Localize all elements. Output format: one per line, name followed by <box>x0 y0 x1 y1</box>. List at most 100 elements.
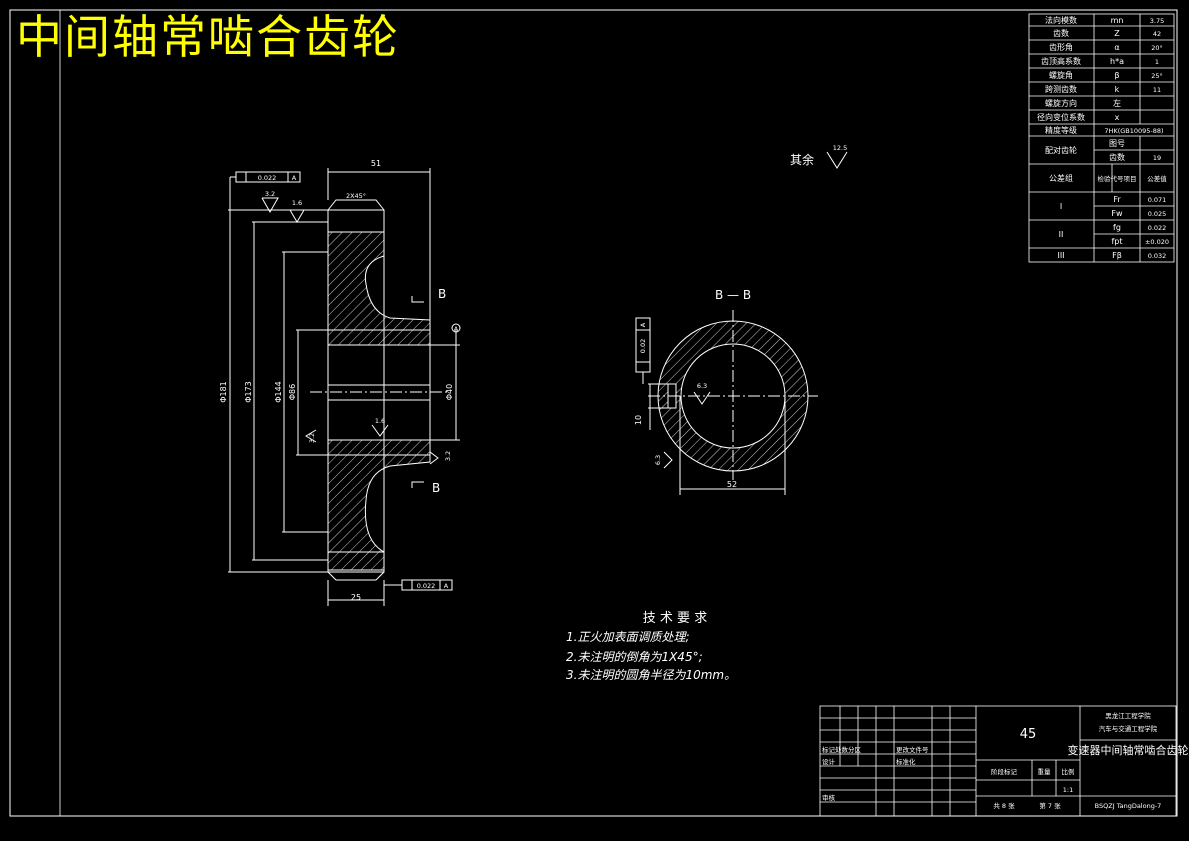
scale-value: 1:1 <box>1063 786 1073 794</box>
requirement-3: 3.未注明的圆角半径为10mm。 <box>566 668 736 682</box>
gear-lower-hatch <box>327 439 431 571</box>
sheet-number: 第 7 张 <box>1039 801 1061 810</box>
label-std: 标准化 <box>896 757 916 766</box>
dim-d173: Φ173 <box>244 381 253 403</box>
mate-drawing-no-label: 图号 <box>1109 139 1125 148</box>
title-block-text: 45 黑龙江工程学院 汽车与交通工程学院 变速器中间轴常啮合齿轮 标记处数分区 … <box>822 711 1189 810</box>
drawing-number: BSQZJ TangDalong-7 <box>1095 802 1162 810</box>
label-change: 更改文件号 <box>896 745 929 754</box>
label-weight: 重量 <box>1038 768 1052 776</box>
fc-bottom-value: 0.022 <box>417 582 436 590</box>
param-sym-5: k <box>1115 85 1120 94</box>
requirement-1: 1.正火加表面调质处理; <box>566 630 690 644</box>
rough-32-top: 3.2 <box>265 190 275 198</box>
mate-teeth-value: 19 <box>1153 154 1161 162</box>
param-label-6: 螺旋方向 <box>1045 98 1077 108</box>
tol-val-2: 0.022 <box>1148 224 1167 232</box>
gear-parameter-text: 法向模数 mn 3.75 齿数 Z 42 齿形角 α 20° 齿顶高系数 h*a… <box>1037 15 1169 260</box>
tol-group-1: I <box>1060 202 1062 211</box>
sheet-count: 共 8 张 <box>993 801 1015 810</box>
label-design: 设计 <box>822 757 836 766</box>
technical-requirements: 技 术 要 求 1.正火加表面调质处理; 2.未注明的倒角为1X45°; 3.未… <box>566 611 736 682</box>
rough-16-top: 1.6 <box>292 199 302 207</box>
dim-width-top: 51 <box>371 159 381 168</box>
tol-code-4: Fβ <box>1112 251 1122 260</box>
tol-group-2: II <box>1059 230 1064 239</box>
datum-a-marker: A <box>454 325 459 333</box>
section-rough-a: 6.3 <box>697 382 707 390</box>
param-sym-3: h*a <box>1110 57 1124 66</box>
section-bb-label: B — B <box>715 288 751 302</box>
param-val-3: 1 <box>1155 58 1159 66</box>
tol-code-1: Fw <box>1111 209 1123 218</box>
param-val-4: 25° <box>1151 72 1163 80</box>
label-mark: 标记处数分区 <box>822 745 862 754</box>
fc-top-value: 0.022 <box>258 174 277 182</box>
section-bb-view <box>635 310 818 495</box>
mate-gear-label: 配对齿轮 <box>1045 145 1077 155</box>
label-review: 审核 <box>822 793 836 802</box>
tol-code-3: fpt <box>1111 237 1122 246</box>
param-label-5: 跨测齿数 <box>1045 84 1077 94</box>
param-label-1: 齿数 <box>1053 28 1069 38</box>
section-bb-text: B — B 52 10 0.02 A 6.3 6.3 <box>634 288 751 489</box>
param-val-0: 3.75 <box>1150 17 1164 25</box>
param-sym-6: 左 <box>1113 98 1121 108</box>
param-label-8: 精度等级 <box>1045 125 1077 135</box>
param-val-2: 20° <box>1151 44 1163 52</box>
mate-teeth-label: 齿数 <box>1109 152 1125 162</box>
param-label-3: 齿顶高系数 <box>1041 56 1081 66</box>
tol-head-group: 公差组 <box>1049 173 1073 183</box>
dim-bore-key: 52 <box>727 480 737 489</box>
rough-16-bore: 1.6 <box>375 417 385 425</box>
section-fc-datum: A <box>639 322 647 327</box>
param-label-0: 法向模数 <box>1045 15 1077 25</box>
dim-width-bottom: 25 <box>351 593 361 602</box>
param-label-2: 齿形角 <box>1049 42 1073 52</box>
dim-d40: Φ40 <box>445 384 454 400</box>
section-rough-b: 6.3 <box>654 455 662 465</box>
param-sym-4: β <box>1114 71 1119 80</box>
tol-code-0: Fr <box>1113 195 1121 204</box>
requirements-heading: 技 术 要 求 <box>643 611 707 626</box>
tol-val-3: ±0.020 <box>1145 238 1169 246</box>
rough-32-left: 3.2 <box>308 433 316 443</box>
tol-head-value: 公差值 <box>1147 174 1167 183</box>
fc-top-datum: A <box>292 174 297 182</box>
dim-chamfer: 2X45° <box>346 192 366 200</box>
section-mark-b-top: B <box>438 287 446 301</box>
param-sym-7: x <box>1115 113 1120 122</box>
tol-group-3: III <box>1057 251 1064 260</box>
tol-code-2: fg <box>1113 223 1121 232</box>
dept-name: 汽车与交通工程学院 <box>1099 724 1158 733</box>
label-stage: 阶段标记 <box>991 767 1018 776</box>
param-sym-8: 7HK(GB10095-88) <box>1104 127 1163 135</box>
gear-upper-hatch <box>327 231 431 346</box>
dim-d181: Φ181 <box>219 381 228 403</box>
dim-d144: Φ144 <box>274 381 283 403</box>
gear-dimension-text: 51 25 2X45° Φ181 Φ173 Φ144 Φ86 Φ40 3.2 1… <box>219 144 847 602</box>
param-sym-2: α <box>1114 43 1119 52</box>
school-name: 黑龙江工程学院 <box>1105 711 1151 720</box>
fc-bottom-datum: A <box>444 582 449 590</box>
rough-32-right: 3.2 <box>444 451 452 461</box>
param-label-7: 径向变位系数 <box>1037 112 1085 122</box>
param-val-5: 11 <box>1153 86 1161 94</box>
gear-section-view <box>228 151 848 606</box>
param-label-4: 螺旋角 <box>1049 70 1073 80</box>
drawing-title: 中间轴常啮合齿轮 <box>16 10 400 64</box>
other-roughness-label: 其余 <box>790 152 814 167</box>
dim-key-width: 10 <box>634 415 643 425</box>
section-mark-b-bottom: B <box>432 481 440 495</box>
param-sym-0: mn <box>1111 16 1124 25</box>
param-sym-1: Z <box>1114 29 1120 38</box>
other-roughness-value: 12.5 <box>833 144 847 152</box>
drawing-frame <box>9 9 1178 817</box>
section-fc-value: 0.02 <box>639 339 647 353</box>
param-val-1: 42 <box>1153 30 1161 38</box>
tol-val-4: 0.032 <box>1148 252 1167 260</box>
gear-parameter-table <box>1028 13 1175 263</box>
material: 45 <box>1020 727 1037 742</box>
part-name: 变速器中间轴常啮合齿轮 <box>1068 743 1189 757</box>
title-block <box>819 705 1177 817</box>
